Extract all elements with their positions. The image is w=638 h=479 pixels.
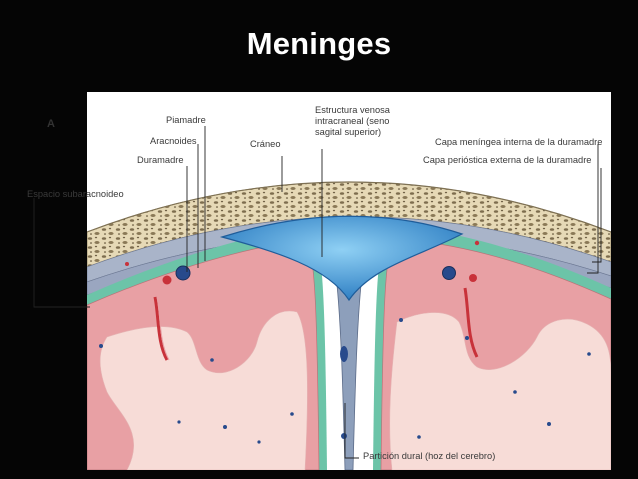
panel-letter-outer: A <box>47 118 55 130</box>
label-estructura-venosa-3: sagital superior) <box>315 127 382 137</box>
label-estructura-venosa-1: Estructura venosa <box>315 105 390 115</box>
slide-title: Meninges <box>246 26 392 61</box>
label-aracnoides: Aracnoides <box>150 136 197 146</box>
label-espacio-subaracnoideo: Espacio subaracnoideo <box>27 189 124 199</box>
label-piamadre: Piamadre <box>166 115 206 125</box>
meninges-illustration <box>87 126 611 470</box>
label-estructura-venosa-2: intracraneal (seno <box>315 116 390 126</box>
right-hemisphere <box>373 225 611 470</box>
label-craneo: Cráneo <box>250 139 281 149</box>
small-vessels <box>99 318 591 444</box>
falx-cerebri <box>334 266 364 470</box>
label-particion-dural: Partición dural (hoz del cerebro) <box>363 451 496 461</box>
label-capa-periostica: Capa perióstica externa de la duramadre <box>423 155 592 165</box>
meninges-figure: A Piamadre Aracnoides Duramadre Cráneo E… <box>87 92 611 470</box>
superior-sagittal-sinus <box>219 215 464 302</box>
label-leader-lines <box>186 126 602 459</box>
label-duramadre: Duramadre <box>137 155 184 165</box>
left-hemisphere <box>87 225 327 470</box>
label-capa-meningea: Capa meníngea interna de la duramadre <box>435 137 603 147</box>
